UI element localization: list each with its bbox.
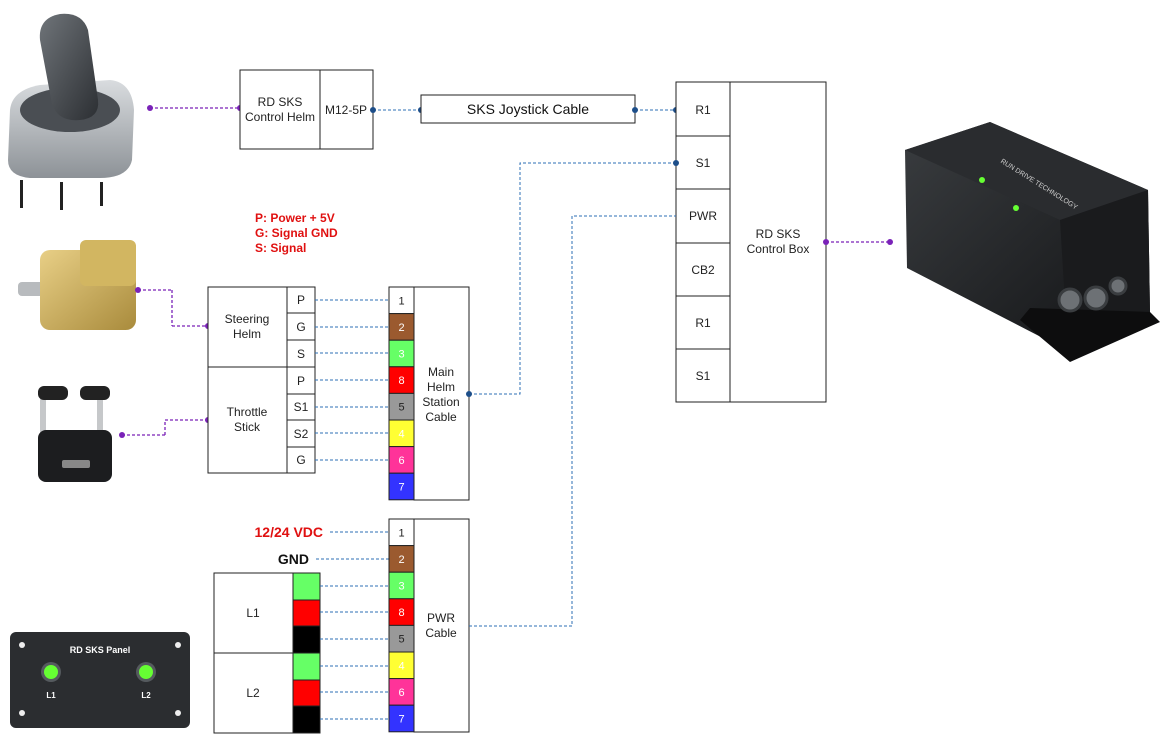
pwr-cable-wire-number: 6 (398, 687, 404, 699)
legend-signal: S: Signal (255, 241, 306, 255)
pwr-cable-wire-cell (388, 598, 415, 626)
l1-wire-green (292, 572, 321, 601)
l2-wire-black (292, 705, 321, 734)
throttle-pin-s2: S2 (294, 427, 309, 441)
main-cable-wire-number: 1 (398, 295, 404, 307)
steering-pin-p: P (297, 293, 305, 307)
box-led-1 (979, 177, 985, 183)
pwr-cable-wire-cell (388, 571, 415, 600)
pwr-cable-wire-number: 3 (398, 581, 404, 593)
main-cable-wires: 1 2 3 8 5 4 6 7 (388, 286, 415, 501)
throttle-pin-s1: S1 (294, 400, 309, 414)
main-cable-wire-number: 7 (398, 482, 404, 494)
pwr-cable-wire-number: 5 (398, 634, 404, 646)
main-cable-label-1: Main (428, 365, 454, 379)
legend-power: P: Power + 5V (255, 211, 335, 225)
control-helm-label-2: Control Helm (245, 110, 315, 124)
gnd-label: GND (278, 551, 309, 567)
main-helm-cable: 1 2 3 8 5 4 6 7 Main Helm Station Cable (388, 286, 470, 501)
sensor-wire-links (315, 299, 389, 461)
l1-wire-black (292, 625, 321, 654)
pwr-cable-wires: 1 2 3 8 5 4 6 7 (388, 518, 415, 733)
main-cable-wire-number: 2 (398, 322, 404, 334)
throttle-pin-g: G (296, 453, 305, 467)
main-cable-wire-number: 5 (398, 402, 404, 414)
control-box-label-1: RD SKS (756, 227, 801, 241)
indicator-wire-links (320, 585, 389, 720)
steering-pin-s: S (297, 347, 305, 361)
l1-label: L1 (246, 606, 260, 620)
box-led-2 (1013, 205, 1019, 211)
l2-wire-green (292, 652, 321, 681)
legend-gnd: G: Signal GND (255, 226, 338, 240)
main-cable-wire-number: 8 (398, 375, 404, 387)
cb-port-cb2: CB2 (691, 263, 715, 277)
throttle-label-1: Throttle (227, 405, 268, 419)
main-cable-wire-cell (388, 472, 415, 501)
indicator-wire-table: L1 L2 (213, 572, 321, 734)
pwr-cable-wire-number: 7 (398, 714, 404, 726)
throttle-pin-p: P (297, 374, 305, 388)
pwr-cable-wire-cell (388, 624, 415, 653)
control-helm-box (239, 69, 374, 150)
steering-label-1: Steering (225, 312, 270, 326)
throttle-image (38, 386, 112, 482)
joystick-cable-label: SKS Joystick Cable (467, 101, 589, 117)
pwr-cable: 1 2 3 8 5 4 6 7 PWR Cable (388, 518, 470, 733)
cb-port-s1-b: S1 (696, 369, 711, 383)
steering-helm-image (18, 240, 136, 330)
main-cable-label-2: Helm (427, 380, 455, 394)
panel-led-l1 (44, 665, 58, 679)
joystick-cable-box (420, 94, 636, 124)
throttle-label-2: Stick (234, 420, 261, 434)
main-cable-wire-number: 4 (398, 428, 404, 440)
pwr-cable-wire-number: 8 (398, 607, 404, 619)
l2-label: L2 (246, 686, 260, 700)
control-box-image: RUN DRIVE TECHNOLOGY (905, 122, 1160, 362)
steering-pin-g: G (296, 320, 305, 334)
l2-wire-red (292, 679, 321, 707)
panel-title: RD SKS Panel (70, 645, 131, 655)
sensor-pin-table: Steering Helm Throttle Stick P G S P S1 … (207, 286, 316, 474)
control-box-label-2: Control Box (747, 242, 810, 256)
rd-sks-panel: RD SKS Panel L1 L2 (10, 632, 190, 728)
pwr-cable-label-2: Cable (425, 626, 457, 640)
cb-port-s1-a: S1 (696, 156, 711, 170)
pwr-cable-wire-number: 1 (398, 527, 404, 539)
pwr-cable-label-1: PWR (427, 611, 455, 625)
main-cable-label-3: Station (422, 395, 459, 409)
control-helm-label-1: RD SKS (258, 95, 303, 109)
main-cable-wire-number: 6 (398, 455, 404, 467)
control-box-table: R1 S1 PWR CB2 R1 S1 RD SKS Control Box (675, 81, 827, 403)
cb-port-r1-a: R1 (695, 103, 711, 117)
panel-led-l2 (139, 665, 153, 679)
main-cable-wire-cell (388, 392, 415, 421)
panel-l2-label: L2 (141, 691, 151, 700)
joystick-image (8, 13, 134, 210)
main-cable-wire-number: 3 (398, 349, 404, 361)
cb-port-r1-b: R1 (695, 316, 711, 330)
pwr-cable-wire-number: 4 (398, 660, 404, 672)
panel-l1-label: L1 (46, 691, 56, 700)
pwr-cable-wire-cell (388, 518, 415, 547)
main-cable-wire-cell (388, 366, 415, 394)
l1-wire-red (292, 599, 321, 627)
vdc-label: 12/24 VDC (255, 524, 323, 540)
m12-connector-label: M12-5P (325, 103, 367, 117)
steering-label-2: Helm (233, 327, 261, 341)
main-cable-label-4: Cable (425, 410, 457, 424)
cb-port-pwr: PWR (689, 209, 717, 223)
pwr-cable-wire-number: 2 (398, 554, 404, 566)
